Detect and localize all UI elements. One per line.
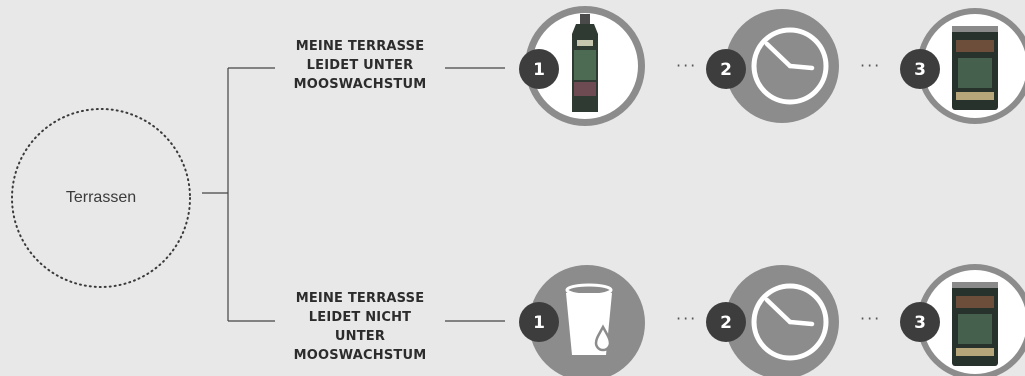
- step-1-water-circle: [529, 265, 645, 376]
- root-node-label: Terrassen: [65, 189, 137, 206]
- separator-dots: ···: [860, 309, 881, 328]
- branch-label-moss: MEINE TERRASSE LEIDET UNTER MOOSWACHSTUM: [270, 37, 450, 94]
- branch-label-line: UNTER: [334, 329, 386, 344]
- step-3-oil-circle: [917, 8, 1025, 124]
- step-badge: 1: [519, 302, 559, 342]
- step-number: 1: [533, 60, 545, 80]
- step-number: 1: [533, 313, 545, 333]
- water-bucket-icon: [565, 283, 613, 355]
- step-1-cleaner-circle: [525, 6, 645, 126]
- step-badge: 2: [706, 49, 746, 89]
- clock-icon: [751, 27, 829, 105]
- tree-connectors: [202, 67, 505, 322]
- separator-dots: ···: [676, 309, 697, 328]
- step-number: 2: [720, 60, 732, 80]
- step-number: 2: [720, 313, 732, 333]
- separator-dots: ···: [676, 56, 697, 75]
- branch-label-line: LEIDET UNTER: [306, 58, 414, 73]
- step-2-wait-circle: [725, 265, 839, 376]
- oil-can-icon: [952, 26, 998, 110]
- step-badge: 3: [900, 302, 940, 342]
- branch-label-line: MEINE TERRASSE: [295, 39, 425, 54]
- branch-label-line: MEINE TERRASSE: [295, 291, 425, 306]
- root-node-circle: [11, 108, 191, 288]
- branch-label-line: LEIDET NICHT: [308, 310, 412, 325]
- step-badge: 3: [900, 49, 940, 89]
- branch-label-no-moss: MEINE TERRASSE LEIDET NICHT UNTER MOOSWA…: [270, 289, 450, 365]
- step-2-wait-circle: [725, 9, 839, 123]
- cleaner-bottle-icon: [572, 14, 598, 112]
- step-3-oil-circle: [917, 264, 1025, 376]
- step-badge: 2: [706, 302, 746, 342]
- branch-label-line: MOOSWACHSTUM: [293, 348, 427, 363]
- step-badge: 1: [519, 49, 559, 89]
- oil-can-icon: [952, 282, 998, 366]
- separator-dots: ···: [860, 56, 881, 75]
- branch-label-line: MOOSWACHSTUM: [293, 77, 427, 92]
- clock-icon: [751, 283, 829, 361]
- step-number: 3: [914, 313, 926, 333]
- step-number: 3: [914, 60, 926, 80]
